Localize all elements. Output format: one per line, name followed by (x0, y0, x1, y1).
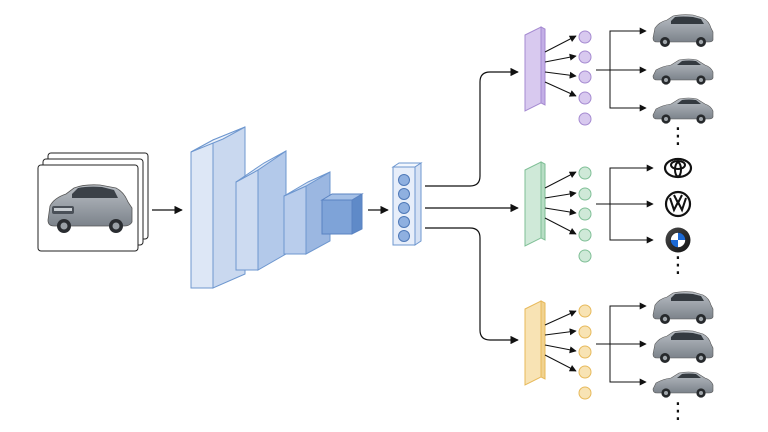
car-sedan-icon (652, 371, 714, 398)
car-sedan-icon (652, 97, 714, 124)
feature-vector (391, 162, 423, 246)
branch-connectors (425, 67, 519, 345)
car-suv-icon (652, 291, 714, 324)
head-top-nodes (578, 30, 592, 126)
car-photo-icon (47, 184, 133, 233)
head-top-ellipsis: ⋮ (667, 124, 689, 149)
head-top-output-arrows (596, 27, 647, 112)
head-bottom-fanout (544, 310, 577, 372)
car-sedan-icon (652, 58, 714, 85)
head-middle-fanout (544, 171, 577, 235)
backbone-cnn (190, 126, 364, 289)
conv-block-4 (320, 193, 364, 235)
bmw-logo-icon (665, 227, 691, 253)
car-suv-icon (652, 330, 714, 363)
volkswagen-logo-icon (664, 190, 692, 218)
head-top: ⋮ (524, 14, 714, 149)
head-bottom-nodes (578, 304, 592, 400)
head-bottom-ellipsis: ⋮ (667, 399, 689, 424)
head-middle: ⋮ (524, 157, 693, 278)
conv-block-2 (235, 150, 287, 271)
arrow-to-head-bottom (425, 227, 519, 345)
head-middle-ellipsis: ⋮ (667, 253, 689, 278)
head-middle-output-arrows (596, 164, 654, 244)
car-suv-icon (652, 14, 714, 47)
head-top-fanout (544, 35, 577, 97)
arrow-to-head-top (425, 67, 519, 187)
head-bottom: ⋮ (524, 291, 714, 424)
head-bottom-output-arrows (596, 302, 647, 386)
head-middle-nodes (578, 166, 592, 263)
toyota-logo-icon (663, 157, 693, 179)
input-image-stack (37, 152, 149, 252)
